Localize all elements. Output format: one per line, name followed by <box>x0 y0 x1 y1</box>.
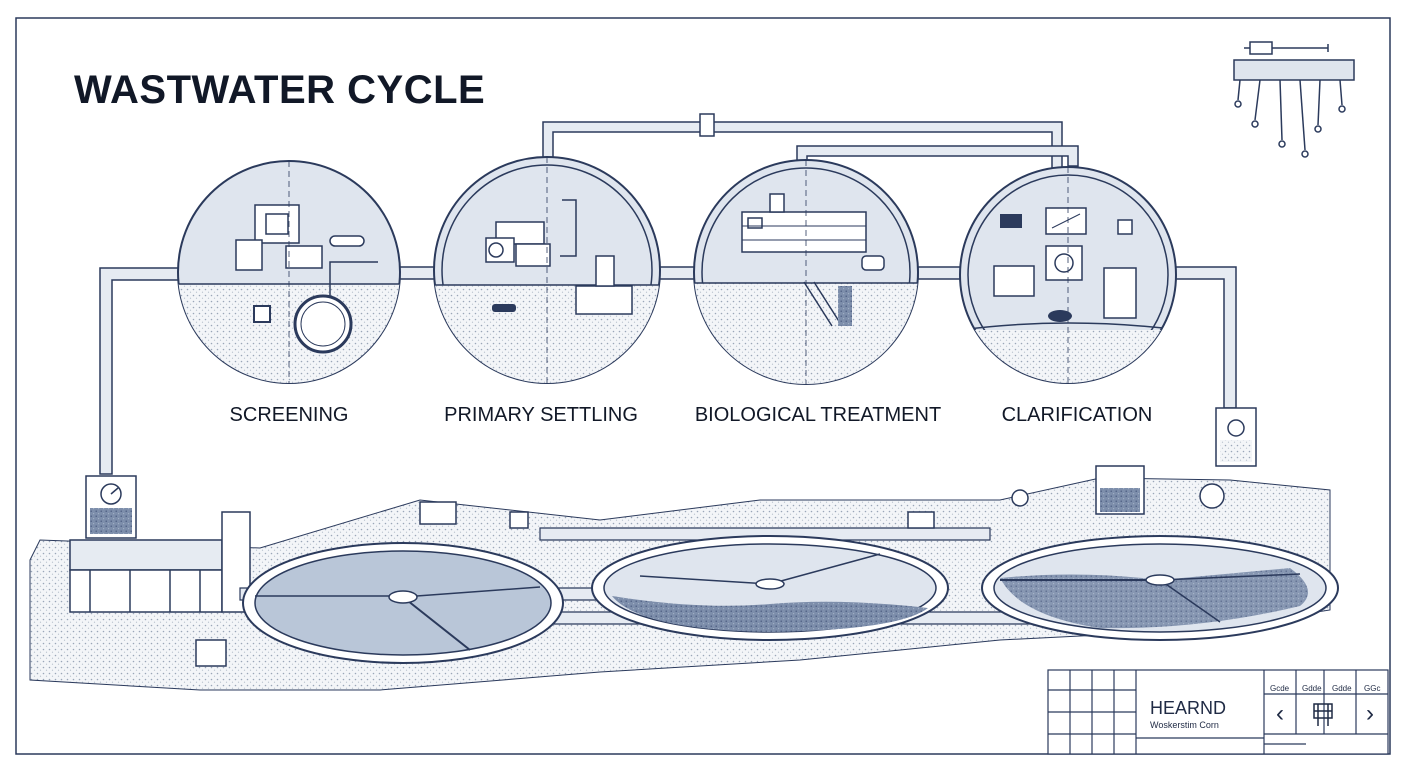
aerator-icon <box>1233 41 1355 158</box>
title-block-subtitle: Woskerstim Corn <box>1150 720 1219 730</box>
primary-settling-circle <box>433 156 661 384</box>
screening-circle <box>177 160 401 384</box>
stage-label-biological-treatment: BIOLOGICAL TREATMENT <box>694 404 942 426</box>
nav-left-icon[interactable]: ‹ <box>1276 700 1284 727</box>
biological-treatment-circle <box>693 159 919 385</box>
stage-label-primary-settling: PRIMARY SETTLING <box>444 404 638 426</box>
title-block-code: Gdde <box>1302 684 1322 693</box>
pipe-network <box>99 113 1237 475</box>
title-block-company: HEARND <box>1150 698 1227 718</box>
gauge-icon <box>85 475 137 539</box>
nav-right-icon[interactable]: › <box>1366 700 1374 727</box>
gauge-icon <box>1215 407 1257 467</box>
title-block-code: Gcde <box>1270 684 1290 693</box>
treatment-plant <box>29 465 1339 691</box>
title-block-code: Gdde <box>1332 684 1352 693</box>
title-block-code: GGc <box>1364 684 1381 693</box>
stage-label-screening: SCREENING <box>229 404 349 426</box>
page-title: WASTWATER CYCLE <box>74 68 486 112</box>
stage-label-clarification: CLARIFICATION <box>1001 404 1153 426</box>
logo-icon <box>1313 703 1333 726</box>
clarification-circle <box>959 166 1177 384</box>
drawing-border <box>15 17 1391 755</box>
